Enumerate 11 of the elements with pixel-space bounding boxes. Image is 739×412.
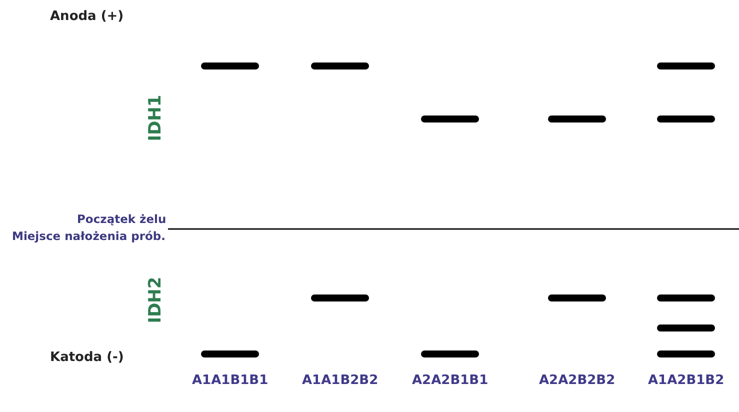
lane-label: A1A1B2B2 (302, 372, 378, 388)
lane-label: A2A2B2B2 (539, 372, 616, 388)
sample-loading-label: Miejsce nałożenia prób. (12, 229, 166, 243)
gel-start-label: Początek żelu (77, 212, 166, 226)
gene-label: IDH2 (144, 276, 165, 324)
electrode-label: Anoda (+) (50, 8, 124, 24)
lane-label: A1A1B1B1 (192, 372, 268, 388)
electrode-label: Katoda (-) (50, 350, 124, 364)
lane-label: A2A2B1B1 (412, 372, 488, 388)
gene-label: IDH1 (144, 94, 165, 142)
lane-label: A1A2B1B2 (648, 372, 724, 388)
